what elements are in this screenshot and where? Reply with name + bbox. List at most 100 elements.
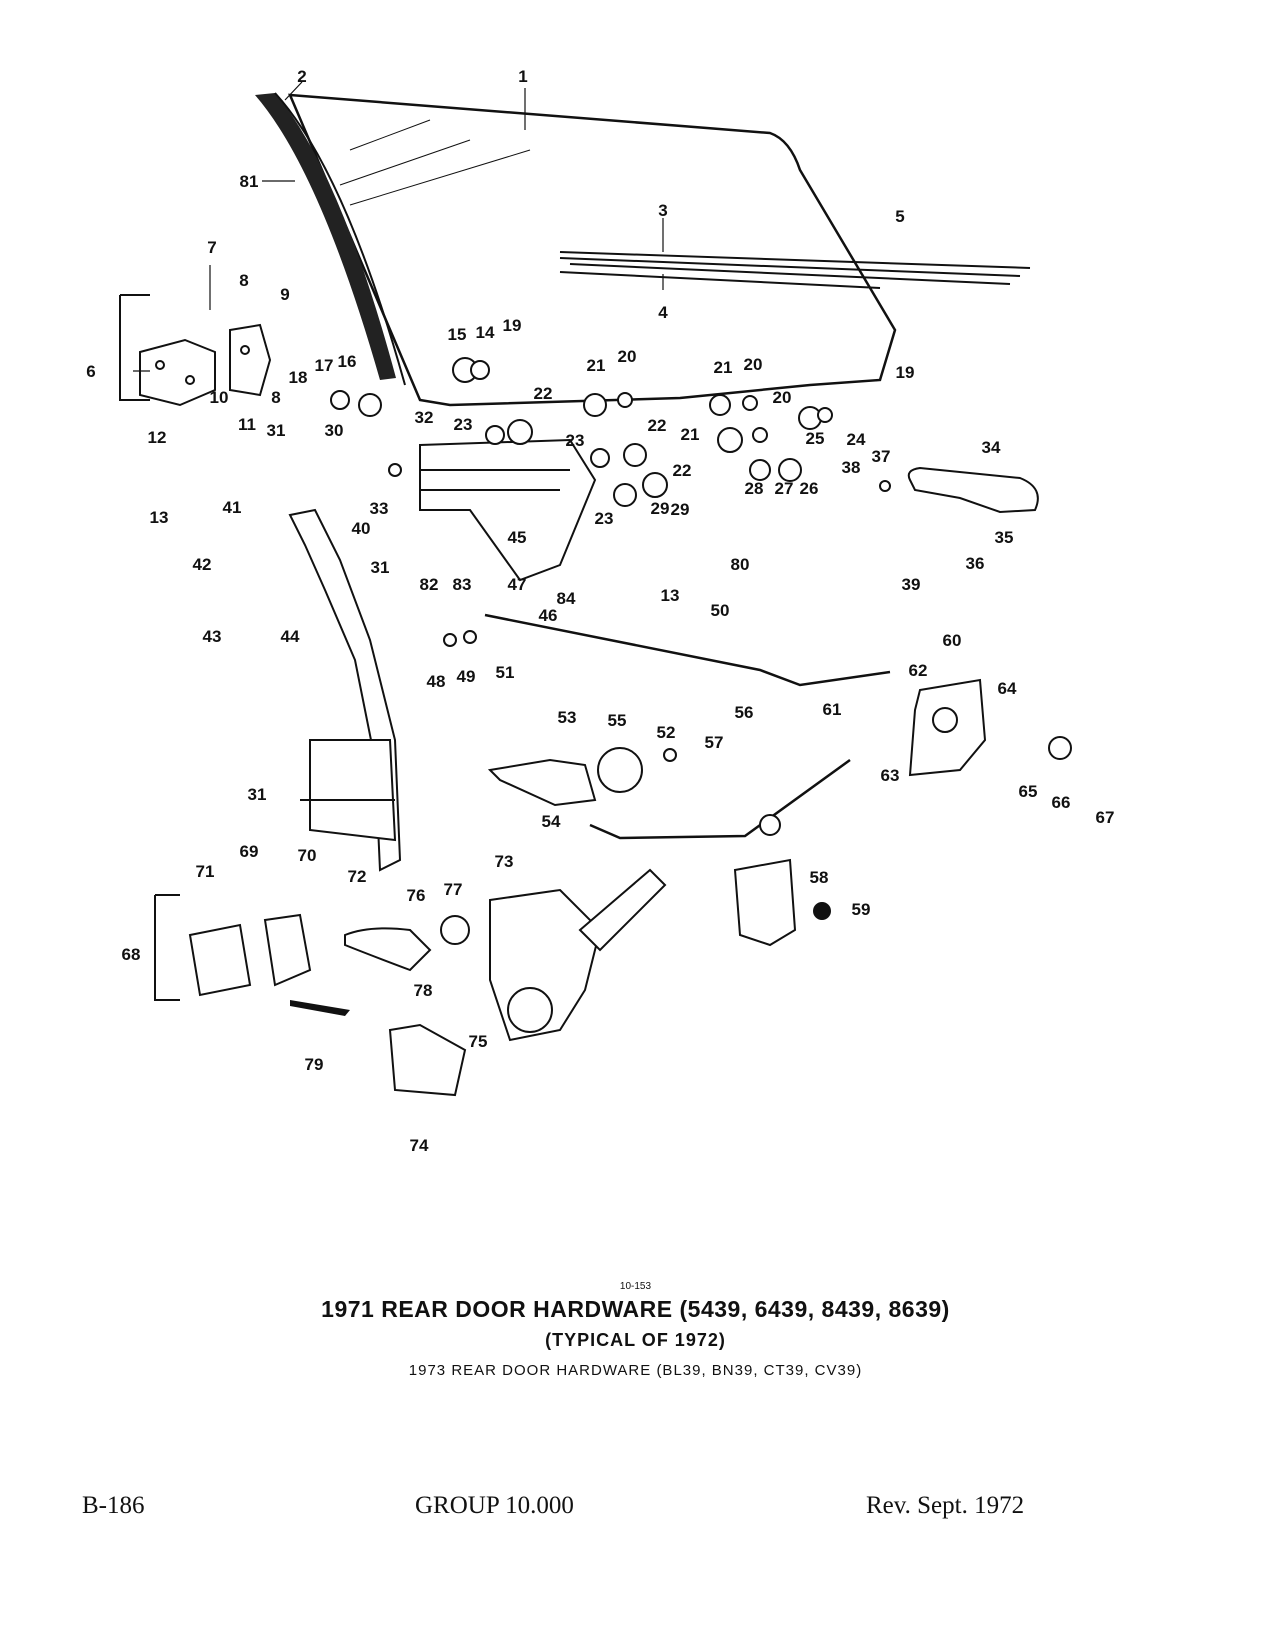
- callout-label: 34: [982, 438, 1001, 457]
- callout-label: 39: [902, 575, 921, 594]
- callout-label: 21: [681, 425, 700, 444]
- revision-date: Rev. Sept. 1972: [866, 1492, 1025, 1519]
- callout-label: 67: [1096, 808, 1115, 827]
- callout-label: 31: [248, 785, 267, 804]
- callout-label: 13: [150, 508, 169, 527]
- figure-number: 10-153: [619, 1281, 652, 1292]
- escutcheon: [597, 747, 643, 793]
- regulator-sash: [419, 438, 597, 582]
- callout-label: 23: [454, 415, 473, 434]
- callout-label: 2: [297, 67, 306, 86]
- callout-label: 3: [658, 201, 667, 220]
- callout-label: 32: [415, 408, 434, 427]
- callout-label: 57: [705, 733, 724, 752]
- callout-label: 61: [823, 700, 842, 719]
- power-window-motor: [733, 814, 797, 947]
- callout-label: 47: [508, 575, 527, 594]
- callout-label: 50: [711, 601, 730, 620]
- callout-label: 10: [210, 388, 229, 407]
- callout-label: 38: [842, 458, 861, 477]
- callout-label: 77: [444, 880, 463, 899]
- belt-weatherstrip: [559, 251, 1031, 289]
- callout-label: 8: [239, 271, 248, 290]
- callout-label: 58: [810, 868, 829, 887]
- callout-label: 84: [557, 589, 576, 608]
- callout-label: 65: [1019, 782, 1038, 801]
- callout-label: 29: [651, 499, 670, 518]
- callout-label: 21: [587, 356, 606, 375]
- callout-label: 21: [714, 358, 733, 377]
- callout-label: 51: [496, 663, 515, 682]
- group-number: GROUP 10.000: [415, 1492, 574, 1519]
- callout-label: 71: [196, 862, 215, 881]
- callout-label: 33: [370, 499, 389, 518]
- callout-label: 4: [658, 303, 668, 322]
- callout-label: 60: [943, 631, 962, 650]
- callout-label: 69: [240, 842, 259, 861]
- callout-label: 80: [731, 555, 750, 574]
- callout-label: 37: [872, 447, 891, 466]
- callout-label: 82: [420, 575, 439, 594]
- page-number: B-186: [82, 1492, 145, 1519]
- callout-label: 22: [648, 416, 667, 435]
- callout-label: 74: [410, 1136, 429, 1155]
- callout-label: 9: [280, 285, 289, 304]
- callout-label: 17: [315, 356, 334, 375]
- callout-label: 66: [1052, 793, 1071, 812]
- callout-label: 81: [240, 172, 259, 191]
- callout-label: 44: [281, 627, 300, 646]
- callout-label: 35: [995, 528, 1014, 547]
- rear-channel: [288, 508, 402, 872]
- inside-handle: [487, 758, 597, 807]
- callout-label: 41: [223, 498, 242, 517]
- callout-label: 1: [518, 67, 527, 86]
- callout-label: 49: [457, 667, 476, 686]
- callout-label: 22: [673, 461, 692, 480]
- callout-label: 46: [539, 606, 558, 625]
- callout-label: 26: [800, 479, 819, 498]
- callout-label: 30: [325, 421, 344, 440]
- callout-label: 23: [566, 431, 585, 450]
- callout-label: 72: [348, 867, 367, 886]
- callout-label: 28: [745, 479, 764, 498]
- glass-run-channel: [255, 92, 406, 386]
- outside-handle: [907, 466, 1039, 514]
- callout-label: 68: [122, 945, 141, 964]
- callout-label: 23: [595, 509, 614, 528]
- callout-label: 54: [542, 812, 561, 831]
- title-line-2: (TYPICAL OF 1972): [545, 1330, 726, 1350]
- callout-label: 52: [657, 723, 676, 742]
- armrest-bracket: [388, 1023, 467, 1097]
- callout-label: 24: [847, 430, 866, 449]
- callout-label: 20: [744, 355, 763, 374]
- upper-hinge: [119, 294, 272, 407]
- callout-label: 76: [407, 886, 426, 905]
- callout-label: 5: [895, 207, 904, 226]
- callout-label: 13: [661, 586, 680, 605]
- window-regulator: [489, 868, 667, 1042]
- callout-label: 7: [207, 238, 216, 257]
- lower-hinge: [154, 894, 312, 1001]
- strip-79: [290, 1000, 350, 1016]
- callout-label: 14: [476, 323, 495, 342]
- callout-label: 83: [453, 575, 472, 594]
- callout-label: 31: [267, 421, 286, 440]
- callout-labels: 1 2 3 4 5 6 7 8 8 9 10 11 12 13 13 14 15…: [86, 67, 1114, 1155]
- callout-label: 59: [852, 900, 871, 919]
- callout-label: 55: [608, 711, 627, 730]
- title-line-3: 1973 REAR DOOR HARDWARE (BL39, BN39, CT3…: [408, 1362, 863, 1379]
- callout-label: 75: [469, 1032, 488, 1051]
- callout-label: 43: [203, 627, 222, 646]
- callout-label: 48: [427, 672, 446, 691]
- leader-lines: [133, 81, 664, 372]
- callout-label: 78: [414, 981, 433, 1000]
- callout-label: 29: [671, 500, 690, 519]
- door-latch: [908, 678, 987, 777]
- callout-label: 19: [896, 363, 915, 382]
- callout-label: 8: [271, 388, 280, 407]
- callout-label: 12: [148, 428, 167, 447]
- callout-label: 40: [352, 519, 371, 538]
- callout-label: 16: [338, 352, 357, 371]
- callout-label: 31: [371, 558, 390, 577]
- callout-label: 45: [508, 528, 527, 547]
